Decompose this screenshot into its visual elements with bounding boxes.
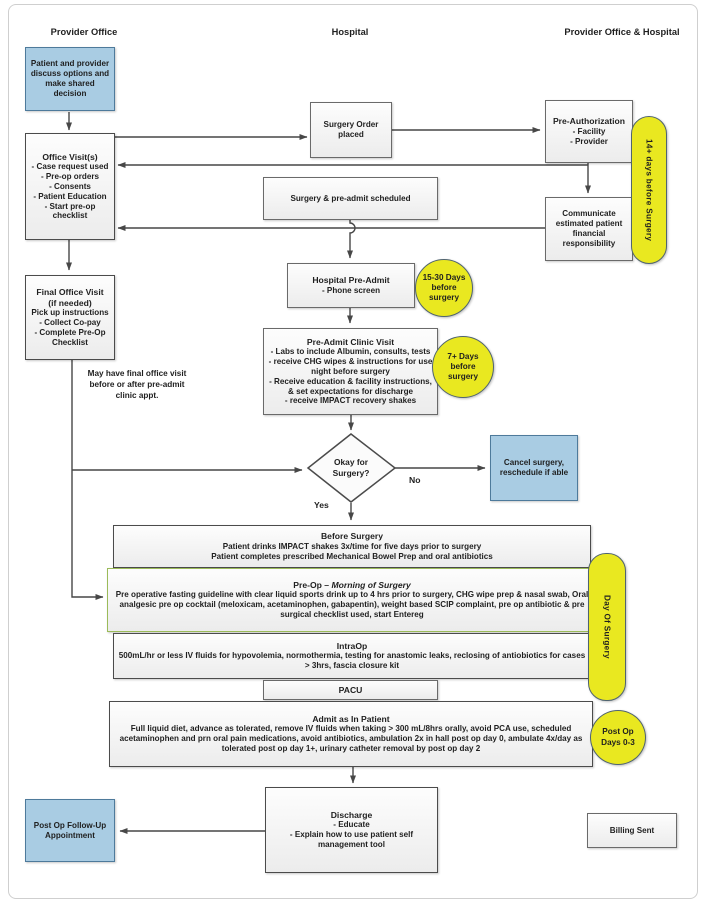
hospital-preadmit-body: - Phone screen: [321, 285, 381, 295]
cancel-surgery-text: Cancel surgery, reschedule if able: [499, 458, 569, 477]
preadmit-clinic-box: Pre-Admit Clinic Visit - Labs to include…: [263, 328, 438, 415]
before-surgery-title: Before Surgery: [320, 531, 384, 542]
shared-decision-box: Patient and provider discuss options and…: [25, 47, 115, 111]
hospital-preadmit-title: Hospital Pre-Admit: [312, 275, 390, 286]
intra-op-body: 500mL/hr or less IV fluids for hypovolem…: [118, 651, 586, 671]
pre-op-title-italic: Morning of Surgery: [331, 579, 411, 590]
timeline-post-op-days-circle: Post Op Days 0-3: [590, 710, 646, 765]
pre-authorization-box: Pre-Authorization - Facility - Provider: [545, 100, 633, 163]
decision-no-label: No: [409, 475, 421, 485]
hospital-preadmit-box: Hospital Pre-Admit - Phone screen: [287, 263, 415, 308]
discharge-box: Discharge - Educate - Explain how to use…: [265, 787, 438, 873]
final-office-visit-body: Pick up instructions - Collect Co-pay - …: [31, 308, 109, 347]
office-visit-box: Office Visit(s) - Case request used - Pr…: [25, 133, 115, 240]
communicate-box: Communicate estimated patient financial …: [545, 197, 633, 261]
decision-yes-label: Yes: [314, 500, 329, 510]
pre-op-title: Pre-Op – Morning of Surgery: [293, 580, 410, 590]
timeline-day-of-surgery-pill: Day Of Surgery: [588, 553, 626, 701]
surgery-scheduled-box: Surgery & pre-admit scheduled: [263, 177, 438, 220]
intra-op-title: IntraOp: [336, 640, 368, 651]
communicate-text: Communicate estimated patient financial …: [555, 209, 623, 248]
office-visit-title: Office Visit(s): [42, 151, 98, 162]
postop-followup-text: Post Op Follow-Up Appointment: [33, 820, 107, 840]
column-header-provider-hospital: Provider Office & Hospital: [564, 27, 680, 37]
preadmit-clinic-body: - Labs to include Albumin, consults, tes…: [268, 347, 433, 406]
shared-decision-text: Patient and provider discuss options and…: [30, 59, 110, 98]
pacu-title: PACU: [338, 684, 363, 695]
office-visit-body: - Case request used - Pre-op orders - Co…: [31, 162, 109, 221]
timeline-day-of-surgery-text: Day Of Surgery: [602, 595, 612, 659]
discharge-body: - Educate - Explain how to use patient s…: [289, 820, 414, 850]
timeline-14-days-pill: 14+ days before Surgery: [631, 116, 667, 264]
discharge-title: Discharge: [330, 809, 373, 820]
pre-op-body: Pre operative fasting guideline with cle…: [115, 590, 589, 620]
pre-authorization-title: Pre-Authorization: [552, 116, 626, 127]
admit-inpatient-box: Admit as In Patient Full liquid diet, ad…: [109, 701, 593, 767]
billing-sent-text: Billing Sent: [609, 825, 655, 835]
pre-op-title-prefix: Pre-Op –: [293, 579, 332, 590]
final-office-visit-title: Final Office Visit (if needed): [36, 287, 104, 308]
surgery-order-box: Surgery Order placed: [310, 102, 392, 158]
column-header-provider-office: Provider Office: [50, 27, 118, 37]
surgery-order-text: Surgery Order placed: [323, 120, 379, 139]
timeline-15-30-days-circle: 15-30 Days before surgery: [415, 259, 473, 317]
surgery-scheduled-text: Surgery & pre-admit scheduled: [290, 193, 411, 203]
postop-followup-box: Post Op Follow-Up Appointment: [25, 799, 115, 862]
intra-op-box: IntraOp 500mL/hr or less IV fluids for h…: [113, 633, 591, 679]
pre-op-box: Pre-Op – Morning of Surgery Pre operativ…: [107, 568, 597, 632]
cancel-surgery-box: Cancel surgery, reschedule if able: [490, 435, 578, 501]
admit-inpatient-body: Full liquid diet, advance as tolerated, …: [119, 724, 583, 754]
admit-inpatient-title: Admit as In Patient: [312, 713, 390, 724]
preadmit-clinic-title: Pre-Admit Clinic Visit: [306, 336, 395, 347]
final-visit-note: May have final office visit before or af…: [87, 369, 187, 401]
billing-sent-box: Billing Sent: [587, 813, 677, 848]
pacu-box: PACU: [263, 680, 438, 700]
timeline-14-days-text: 14+ days before Surgery: [644, 138, 654, 242]
decision-diamond-label: Okay for Surgery?: [332, 457, 370, 478]
before-surgery-box: Before Surgery Patient drinks IMPACT sha…: [113, 525, 591, 568]
final-office-visit-box: Final Office Visit (if needed) Pick up i…: [25, 275, 115, 360]
pre-authorization-body: - Facility - Provider: [570, 126, 608, 146]
timeline-7-days-circle: 7+ Days before surgery: [432, 336, 494, 398]
before-surgery-body: Patient drinks IMPACT shakes 3x/time for…: [211, 541, 493, 561]
column-header-hospital: Hospital: [331, 27, 369, 37]
